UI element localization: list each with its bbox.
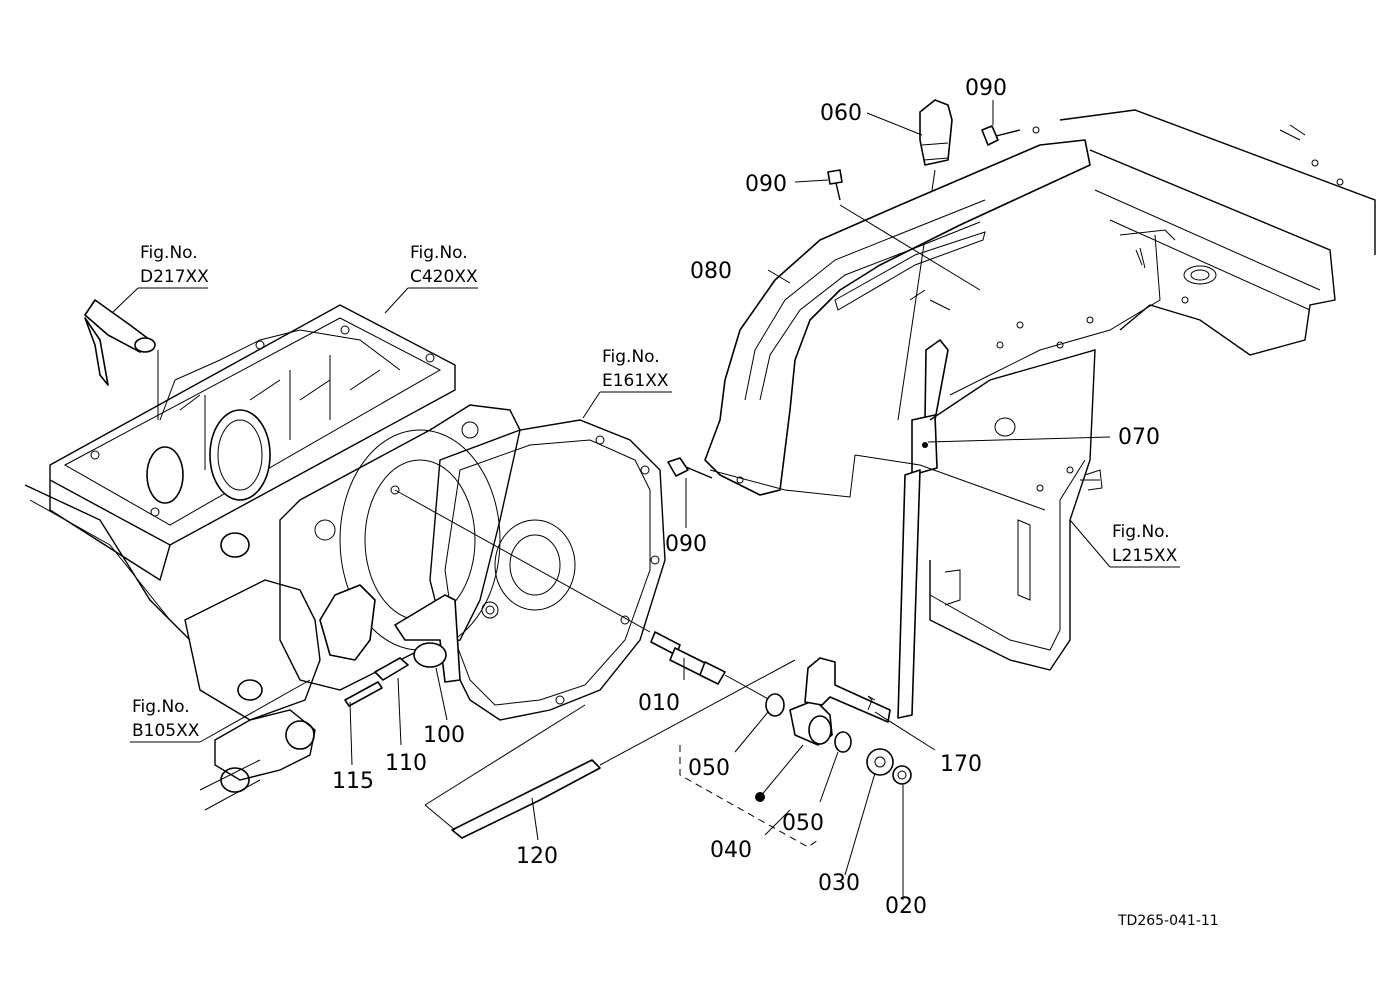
leader-lines xyxy=(111,100,1180,900)
callout-040[interactable]: 040 xyxy=(710,838,752,863)
lever-rod-070-drawing xyxy=(897,169,949,719)
fig-ref-d217-prefix: Fig.No. xyxy=(140,243,198,263)
callout-100[interactable]: 100 xyxy=(423,723,465,748)
fig-ref-c420[interactable]: C420XX xyxy=(410,267,478,287)
callout-050-right[interactable]: 050 xyxy=(782,811,824,836)
knob-060-drawing xyxy=(919,99,953,166)
clutch-housing-drawing xyxy=(279,404,666,721)
fig-ref-b105-prefix: Fig.No. xyxy=(132,697,190,717)
shift-fork-assembly-drawing xyxy=(319,584,461,707)
fig-ref-b105[interactable]: B105XX xyxy=(132,721,200,741)
fig-ref-l215[interactable]: L215XX xyxy=(1112,546,1178,566)
drawing-code: TD265-041-11 xyxy=(1117,913,1219,929)
fig-ref-e161[interactable]: E161XX xyxy=(602,371,669,391)
callout-labels: 060 090 090 080 070 090 010 050 050 040 … xyxy=(332,76,1160,919)
callout-120[interactable]: 120 xyxy=(516,844,558,869)
callout-080[interactable]: 080 xyxy=(690,259,732,284)
callout-110[interactable]: 110 xyxy=(385,751,427,776)
lever-guide-080-drawing xyxy=(704,126,1091,496)
callout-020[interactable]: 020 xyxy=(885,894,927,919)
figure-references: Fig.No. D217XX Fig.No. C420XX Fig.No. E1… xyxy=(132,243,1178,741)
callout-030[interactable]: 030 xyxy=(818,871,860,896)
callout-070[interactable]: 070 xyxy=(1118,425,1160,450)
callout-090-mid[interactable]: 090 xyxy=(745,172,787,197)
callout-090-top[interactable]: 090 xyxy=(965,76,1007,101)
callout-170[interactable]: 170 xyxy=(940,752,982,777)
transmission-housing-drawing xyxy=(24,299,456,641)
callout-060[interactable]: 060 xyxy=(820,101,862,126)
callout-090-left[interactable]: 090 xyxy=(665,532,707,557)
rod-120-drawing xyxy=(424,659,796,839)
bolt-090-drawings xyxy=(667,125,1021,479)
callout-115[interactable]: 115 xyxy=(332,769,374,794)
fig-ref-l215-prefix: Fig.No. xyxy=(1112,522,1170,542)
callout-010[interactable]: 010 xyxy=(638,691,680,716)
fig-ref-e161-prefix: Fig.No. xyxy=(602,347,660,367)
fig-ref-c420-prefix: Fig.No. xyxy=(410,243,468,263)
fig-ref-d217[interactable]: D217XX xyxy=(140,267,209,287)
linkage-040-drawing xyxy=(755,657,912,802)
group-040-dashed-outline xyxy=(679,745,819,848)
shaft-010-drawing xyxy=(394,489,771,701)
lower-housing-drawing xyxy=(184,532,321,811)
platform-bracket-drawing xyxy=(709,109,1376,671)
callout-050-left[interactable]: 050 xyxy=(688,756,730,781)
